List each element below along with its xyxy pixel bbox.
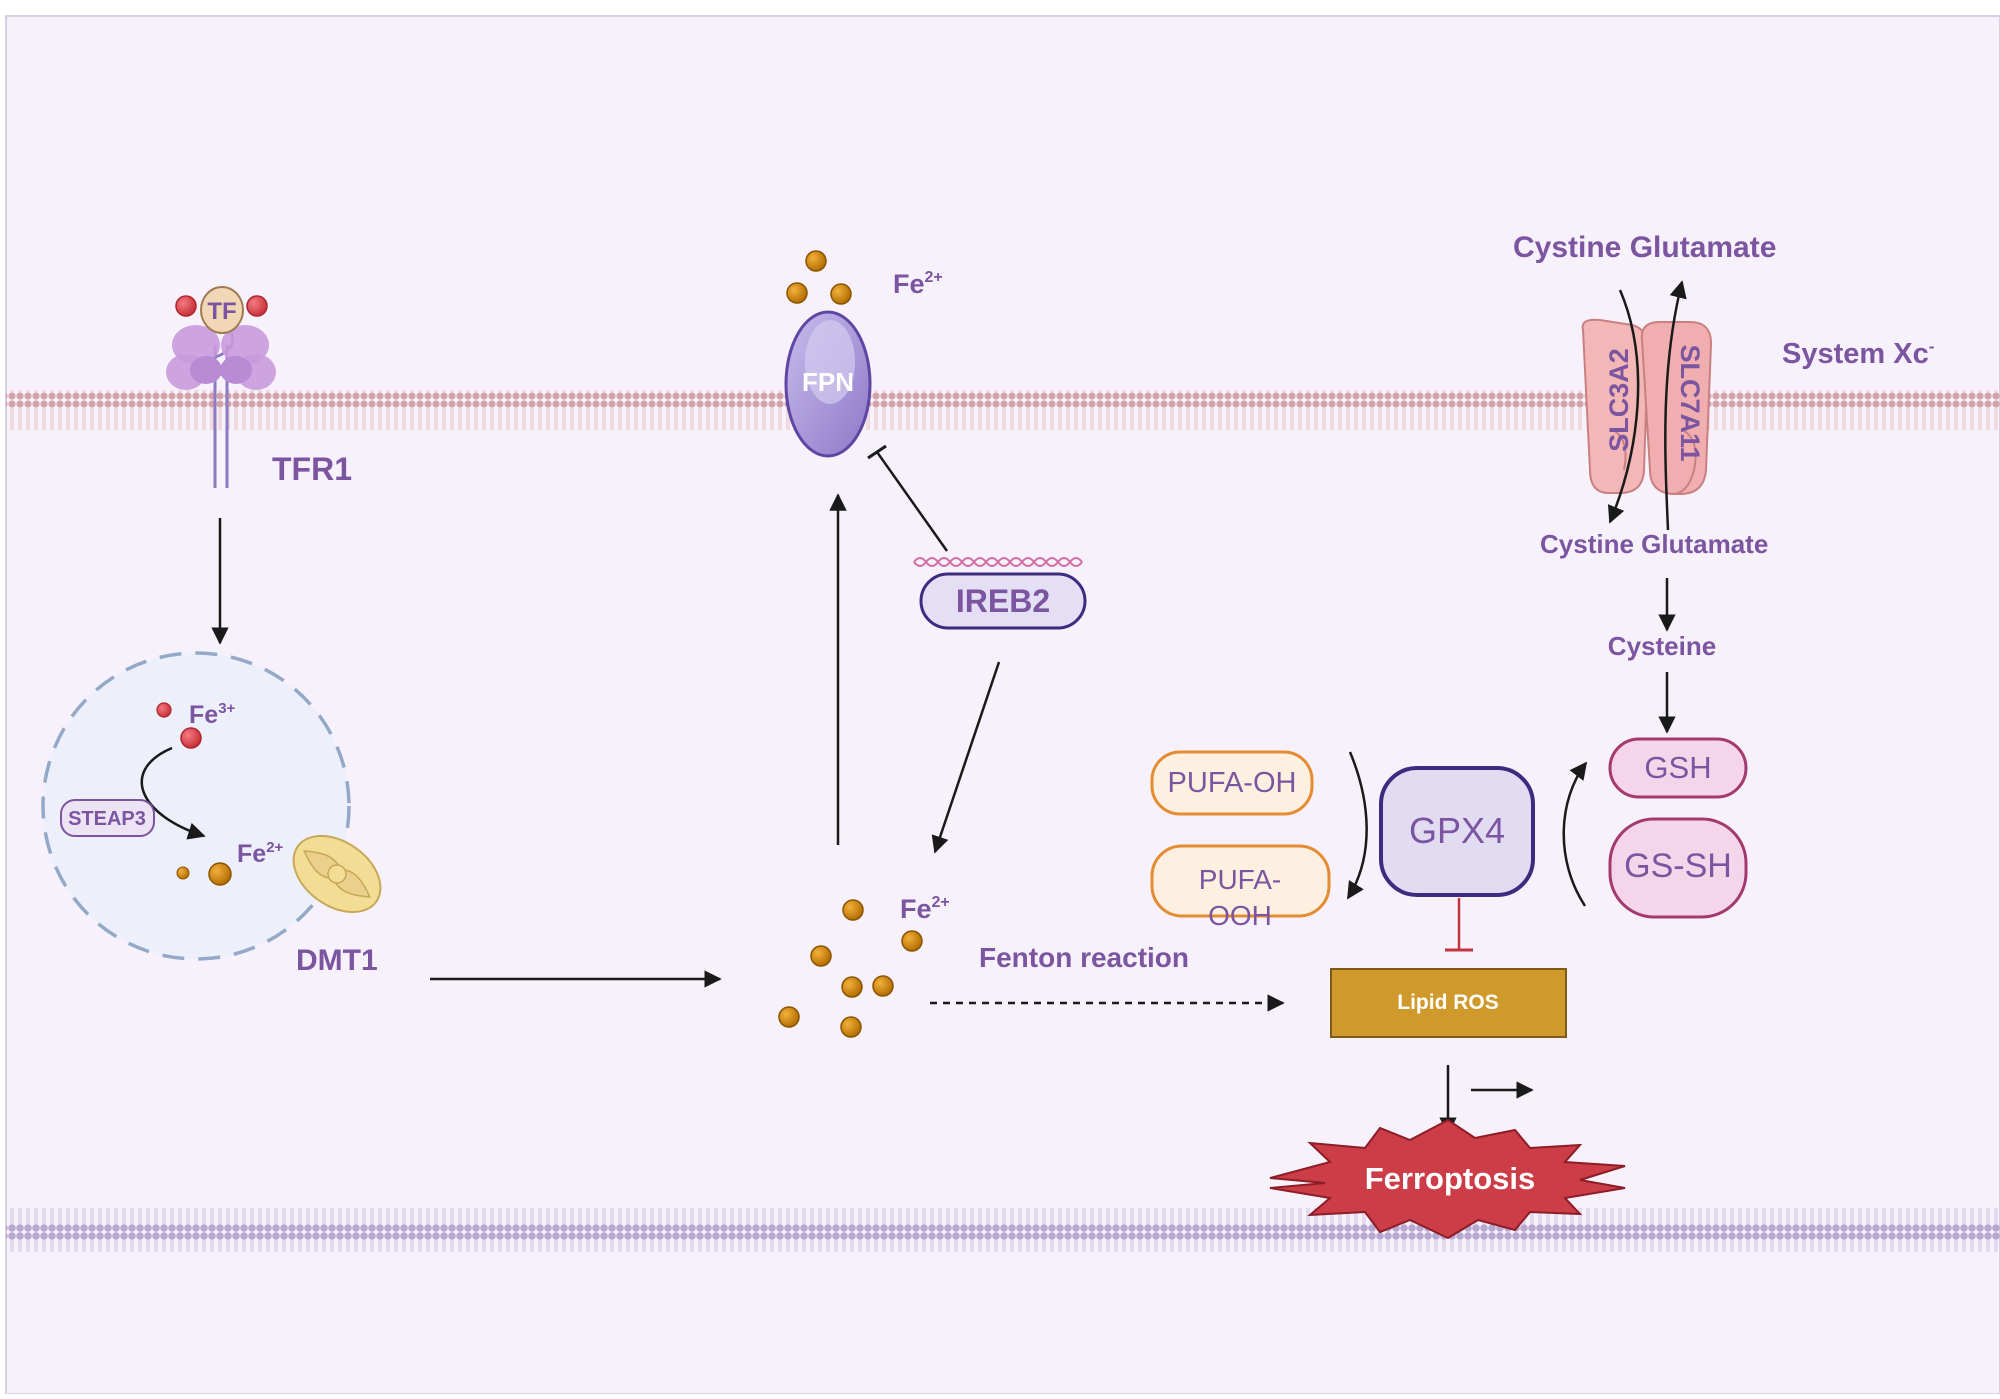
pufa-oh-label: PUFA-OH [1168, 767, 1297, 799]
fe2-ion [840, 1016, 862, 1038]
fe2-ion [786, 282, 808, 304]
fe2-pool-label: Fe2+ [900, 894, 950, 924]
dmt1-label: DMT1 [296, 944, 378, 977]
fe3-ion [246, 295, 268, 317]
labile-iron-pool [778, 899, 923, 1038]
lower-membrane [6, 1208, 2000, 1252]
fpn-highlight [805, 320, 855, 404]
cystine-glutamate-top-label: Cystine Glutamate [1513, 231, 1776, 264]
fe2-ion [872, 975, 894, 997]
inhibit-ireb2-fpn [875, 451, 949, 552]
fe2-ion [778, 1006, 800, 1028]
fe2-ion [208, 862, 232, 886]
fe2-endosome-label: Fe2+ [237, 839, 284, 868]
tf-label: TF [207, 298, 236, 325]
cystine-glutamate-bottom-label: Cystine Glutamate [1540, 529, 1768, 559]
ireb2-box [919, 572, 1087, 630]
tfr1-receptor [166, 318, 276, 488]
endosome [41, 651, 351, 961]
steap3-label: STEAP3 [68, 808, 146, 830]
lipid-ros-box [1330, 968, 1567, 1038]
transferrin [200, 286, 244, 334]
gsh-box [1608, 737, 1748, 799]
arrow-cystine-import [1607, 289, 1640, 524]
arrow-pufa-reduction [1346, 751, 1368, 900]
fe3-ion [180, 727, 202, 749]
fe2-ion [901, 930, 923, 952]
fenton-reaction-label: Fenton reaction [979, 942, 1189, 973]
fe3-label: Fe3+ [189, 700, 236, 729]
gpx4-box [1379, 766, 1535, 897]
slc7a11-label: SLC7A11 [1675, 344, 1705, 461]
lipid-ros-label: Lipid ROS [1397, 991, 1499, 1014]
fe2-exported-label: Fe2+ [893, 269, 943, 299]
fe2-ion [810, 945, 832, 967]
fe2-ion [841, 976, 863, 998]
system-xc-label: System Xc- [1782, 337, 1934, 370]
arrow-gssh-to-gsh [1562, 761, 1588, 907]
fe3-ion [156, 702, 172, 718]
fe2-ion [805, 250, 827, 272]
fe3-ion [175, 295, 197, 317]
ferroptosis-burst [1269, 1118, 1626, 1240]
dmt1-protein [292, 834, 382, 914]
fe2-ion [830, 283, 852, 305]
ireb2-label: IREB2 [956, 583, 1050, 619]
fe2-ion [842, 899, 864, 921]
slc3a2-label: SLC3A2 [1604, 348, 1634, 452]
steap3-box [60, 799, 155, 837]
pufa-oh-box [1150, 750, 1314, 816]
fe2-ion [176, 866, 190, 880]
pufa-ooh-label: PUFA- [1199, 864, 1281, 895]
inhibit-bar [867, 444, 887, 460]
arrow-glutamate-export [1664, 280, 1687, 531]
fpn-label: FPN [802, 367, 854, 397]
tfr1-label: TFR1 [272, 451, 352, 487]
mrna-strand [913, 557, 1083, 567]
arrow-ireb2-to-iron-pool [931, 661, 1001, 854]
gsh-label: GSH [1644, 750, 1711, 785]
pufa-ooh-label-line2: OOH [1208, 900, 1272, 931]
arrow-fe3-to-fe2 [140, 746, 206, 840]
ferroptosis-label: Ferroptosis [1365, 1161, 1536, 1196]
gpx4-label: GPX4 [1409, 810, 1505, 851]
gssh-label: GS-SH [1624, 847, 1732, 885]
gssh-box [1608, 817, 1748, 919]
cysteine-label: Cysteine [1608, 631, 1716, 661]
pufa-ooh-box [1150, 844, 1331, 918]
